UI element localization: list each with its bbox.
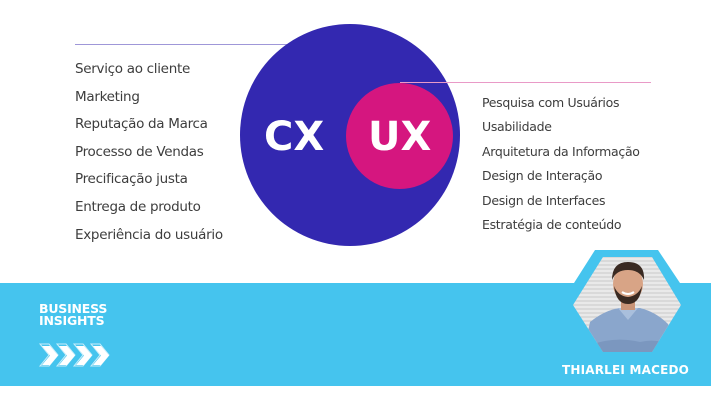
cx-item: Entrega de produto	[75, 198, 201, 215]
brand-line-2: INSIGHTS	[39, 313, 105, 328]
ux-item: Design de Interação	[482, 168, 603, 184]
ux-item: Design de Interfaces	[482, 192, 606, 208]
ux-items-list: Pesquisa com Usuários Usabilidade Arquit…	[482, 91, 640, 237]
brand-line-1: BUSINESS	[39, 301, 108, 316]
cx-items-list: Serviço ao cliente Marketing Reputação d…	[75, 56, 223, 249]
ux-label: UX	[368, 114, 432, 160]
cx-item: Precificação justa	[75, 171, 188, 188]
ux-connector-line	[400, 82, 651, 83]
four-chevrons-right-icon	[38, 343, 110, 367]
author-photo-hexagon	[560, 250, 700, 360]
ux-circle	[346, 83, 453, 189]
cx-connector-line	[75, 44, 290, 45]
cx-item: Experiência do usuário	[75, 226, 223, 243]
ux-item: Usabilidade	[482, 119, 552, 135]
brand-logo: BUSINESS INSIGHTS	[39, 301, 108, 328]
cx-item: Marketing	[75, 88, 140, 105]
author-name: THIARLEI MACEDO	[561, 363, 690, 377]
cx-item: Processo de Vendas	[75, 143, 204, 160]
ux-item: Arquitetura da Informação	[482, 143, 640, 159]
ux-item: Estratégia de conteúdo	[482, 217, 622, 233]
ux-item: Pesquisa com Usuários	[482, 95, 620, 110]
cx-item: Reputação da Marca	[75, 116, 208, 133]
cx-item: Serviço ao cliente	[75, 61, 190, 77]
cx-label: CX	[264, 114, 325, 160]
